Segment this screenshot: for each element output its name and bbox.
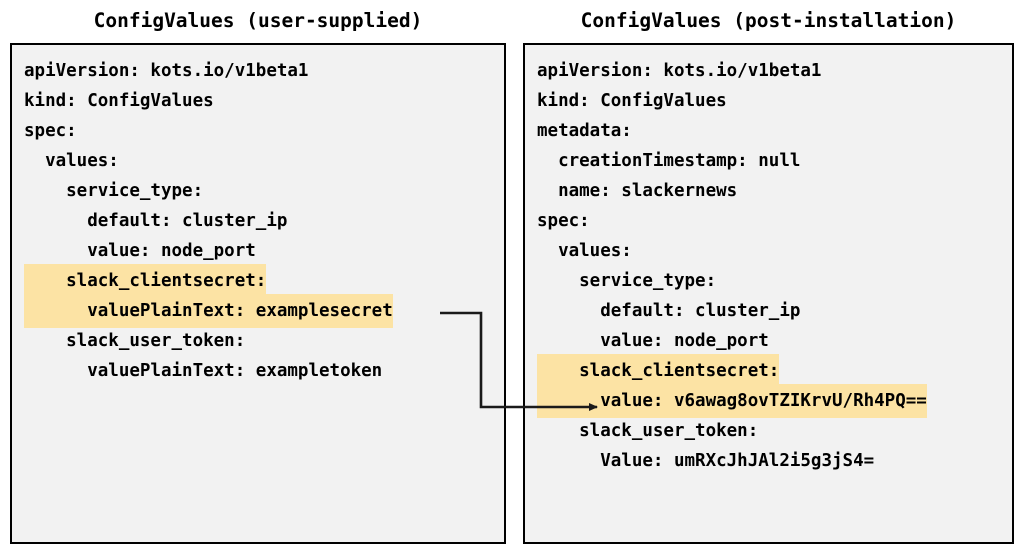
yaml-line: slack_clientsecret: (525, 354, 1012, 388)
yaml-line-text: value: node_port (24, 241, 256, 261)
yaml-line-text: apiVersion: kots.io/v1beta1 (24, 61, 309, 81)
yaml-line: valuePlainText: examplesecret (12, 294, 504, 328)
yaml-code-post-installation: apiVersion: kots.io/v1beta1 kind: ConfigV… (525, 54, 1012, 474)
yaml-line: spec: (12, 114, 504, 144)
yaml-line-text: values: (537, 241, 632, 261)
yaml-line-text: value: v6awag8ovTZIKrvU/Rh4PQ== (537, 384, 927, 418)
yaml-line: apiVersion: kots.io/v1beta1 (12, 54, 504, 84)
yaml-code-user-supplied: apiVersion: kots.io/v1beta1 kind: ConfigV… (12, 54, 504, 384)
yaml-line: valuePlainText: exampletoken (12, 354, 504, 384)
yaml-line: default: cluster_ip (12, 204, 504, 234)
yaml-line-text: service_type: (537, 271, 717, 291)
yaml-line: slack_clientsecret: (12, 264, 504, 298)
yaml-line: metadata: (525, 114, 1012, 144)
yaml-line-text: default: cluster_ip (537, 301, 801, 321)
yaml-line-text: service_type: (24, 181, 204, 201)
yaml-line: apiVersion: kots.io/v1beta1 (525, 54, 1012, 84)
yaml-line: service_type: (12, 174, 504, 204)
yaml-line-text: valuePlainText: exampletoken (24, 361, 383, 381)
yaml-line: values: (12, 144, 504, 174)
yaml-line-text: slack_clientsecret: (537, 354, 780, 388)
yaml-line-text: spec: (24, 121, 77, 141)
yaml-line: Value: umRXcJhJAl2i5g3jS4= (525, 444, 1012, 474)
yaml-line-text: slack_user_token: (24, 331, 246, 351)
yaml-line-text: slack_clientsecret: (24, 264, 267, 298)
yaml-line-text: metadata: (537, 121, 632, 141)
yaml-line: value: node_port (12, 234, 504, 264)
yaml-line-text: kind: ConfigValues (24, 91, 214, 111)
yaml-line: name: slackernews (525, 174, 1012, 204)
yaml-line-text: value: node_port (537, 331, 769, 351)
panel-title-user-supplied: ConfigValues (user-supplied) (93, 9, 423, 32)
yaml-line: service_type: (525, 264, 1012, 294)
yaml-line: value: v6awag8ovTZIKrvU/Rh4PQ== (525, 384, 1012, 418)
yaml-line: slack_user_token: (12, 324, 504, 354)
yaml-line: slack_user_token: (525, 414, 1012, 444)
yaml-line: default: cluster_ip (525, 294, 1012, 324)
yaml-line: values: (525, 234, 1012, 264)
yaml-line-text: values: (24, 151, 119, 171)
yaml-line-text: default: cluster_ip (24, 211, 288, 231)
yaml-line-text: slack_user_token: (537, 421, 759, 441)
yaml-line: kind: ConfigValues (525, 84, 1012, 114)
yaml-line: spec: (525, 204, 1012, 234)
panel-title-post-installation: ConfigValues (post-installation) (580, 9, 957, 32)
yaml-panel-post-installation: apiVersion: kots.io/v1beta1 kind: ConfigV… (523, 43, 1014, 544)
yaml-line: value: node_port (525, 324, 1012, 354)
yaml-line-text: valuePlainText: examplesecret (24, 294, 393, 328)
yaml-panel-user-supplied: apiVersion: kots.io/v1beta1 kind: ConfigV… (10, 43, 506, 544)
yaml-line: creationTimestamp: null (525, 144, 1012, 174)
yaml-line-text: Value: umRXcJhJAl2i5g3jS4= (537, 451, 875, 471)
yaml-line-text: kind: ConfigValues (537, 91, 727, 111)
yaml-line-text: creationTimestamp: null (537, 151, 801, 171)
yaml-line-text: spec: (537, 211, 590, 231)
yaml-line: kind: ConfigValues (12, 84, 504, 114)
yaml-line-text: apiVersion: kots.io/v1beta1 (537, 61, 822, 81)
yaml-line-text: name: slackernews (537, 181, 738, 201)
